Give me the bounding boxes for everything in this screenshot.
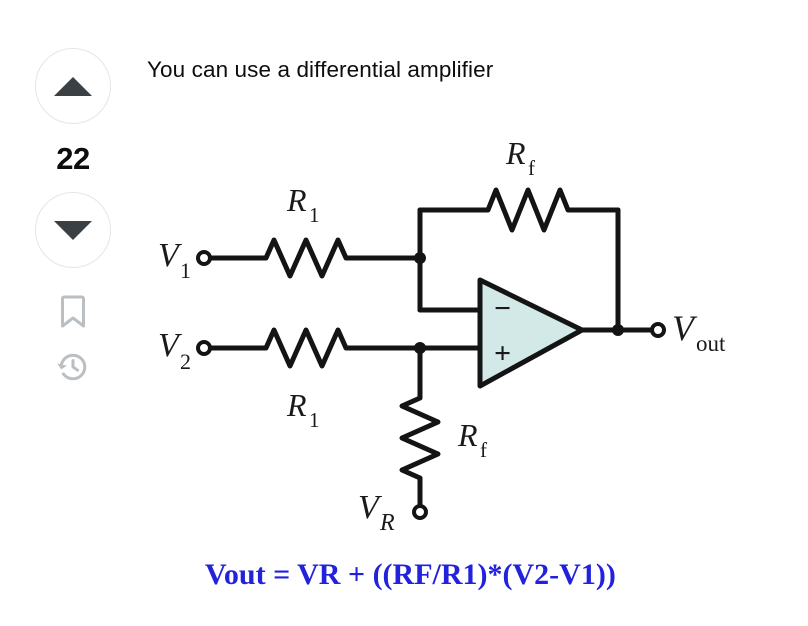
label-r1-bottom-subscript: 1 — [309, 408, 320, 432]
label-rf-feedback-subscript: f — [528, 156, 535, 180]
opamp-noninverting-sign: + — [494, 337, 511, 370]
downvote-button[interactable] — [35, 192, 111, 268]
label-vout-subscript: out — [696, 331, 726, 356]
label-rf-reference-subscript: f — [480, 438, 487, 462]
terminal-v1 — [196, 250, 212, 266]
bookmark-button[interactable] — [58, 294, 88, 330]
label-r1-top: R — [286, 182, 307, 218]
vote-score: 22 — [56, 141, 90, 176]
history-button[interactable] — [56, 350, 90, 384]
bookmark-icon — [61, 295, 85, 328]
junction-dot-noninverting — [414, 342, 426, 354]
label-rf-reference: R — [457, 417, 478, 453]
resistor-rf-reference — [399, 387, 441, 489]
circuit-schematic-svg: − + V 1 V 2 R 1 R 1 R f R f V R V — [158, 135, 726, 591]
vote-sidebar: 22 — [32, 48, 114, 384]
label-r1-bottom: R — [286, 387, 307, 423]
label-v1-subscript: 1 — [180, 258, 191, 283]
triangle-down-icon — [54, 220, 92, 240]
junction-dot-output — [612, 324, 624, 336]
label-r1-top-subscript: 1 — [309, 203, 320, 227]
label-rf-feedback: R — [505, 135, 526, 171]
circuit-wires — [207, 187, 655, 509]
triangle-up-icon — [54, 76, 92, 96]
history-clock-icon — [57, 353, 87, 381]
resistor-r1-top — [255, 237, 357, 279]
opamp-triangle — [477, 277, 585, 389]
resistor-rf-feedback — [477, 187, 579, 233]
circuit-diagram: − + V 1 V 2 R 1 R 1 R f R f V R V — [140, 128, 770, 608]
junction-dot-inverting — [414, 252, 426, 264]
label-vout: V — [672, 308, 698, 348]
label-v2-subscript: 2 — [180, 349, 191, 374]
circuit-equation: Vout = VR + ((RF/R1)*(V2-V1)) — [205, 558, 616, 591]
answer-title: You can use a differential amplifier — [147, 57, 494, 82]
upvote-button[interactable] — [35, 48, 111, 124]
terminal-vr — [412, 504, 428, 520]
terminal-vout — [650, 322, 666, 338]
label-vr-subscript: R — [379, 510, 395, 536]
terminal-v2 — [196, 340, 212, 356]
opamp-inverting-sign: − — [494, 292, 511, 325]
resistor-r1-bottom — [255, 327, 357, 369]
